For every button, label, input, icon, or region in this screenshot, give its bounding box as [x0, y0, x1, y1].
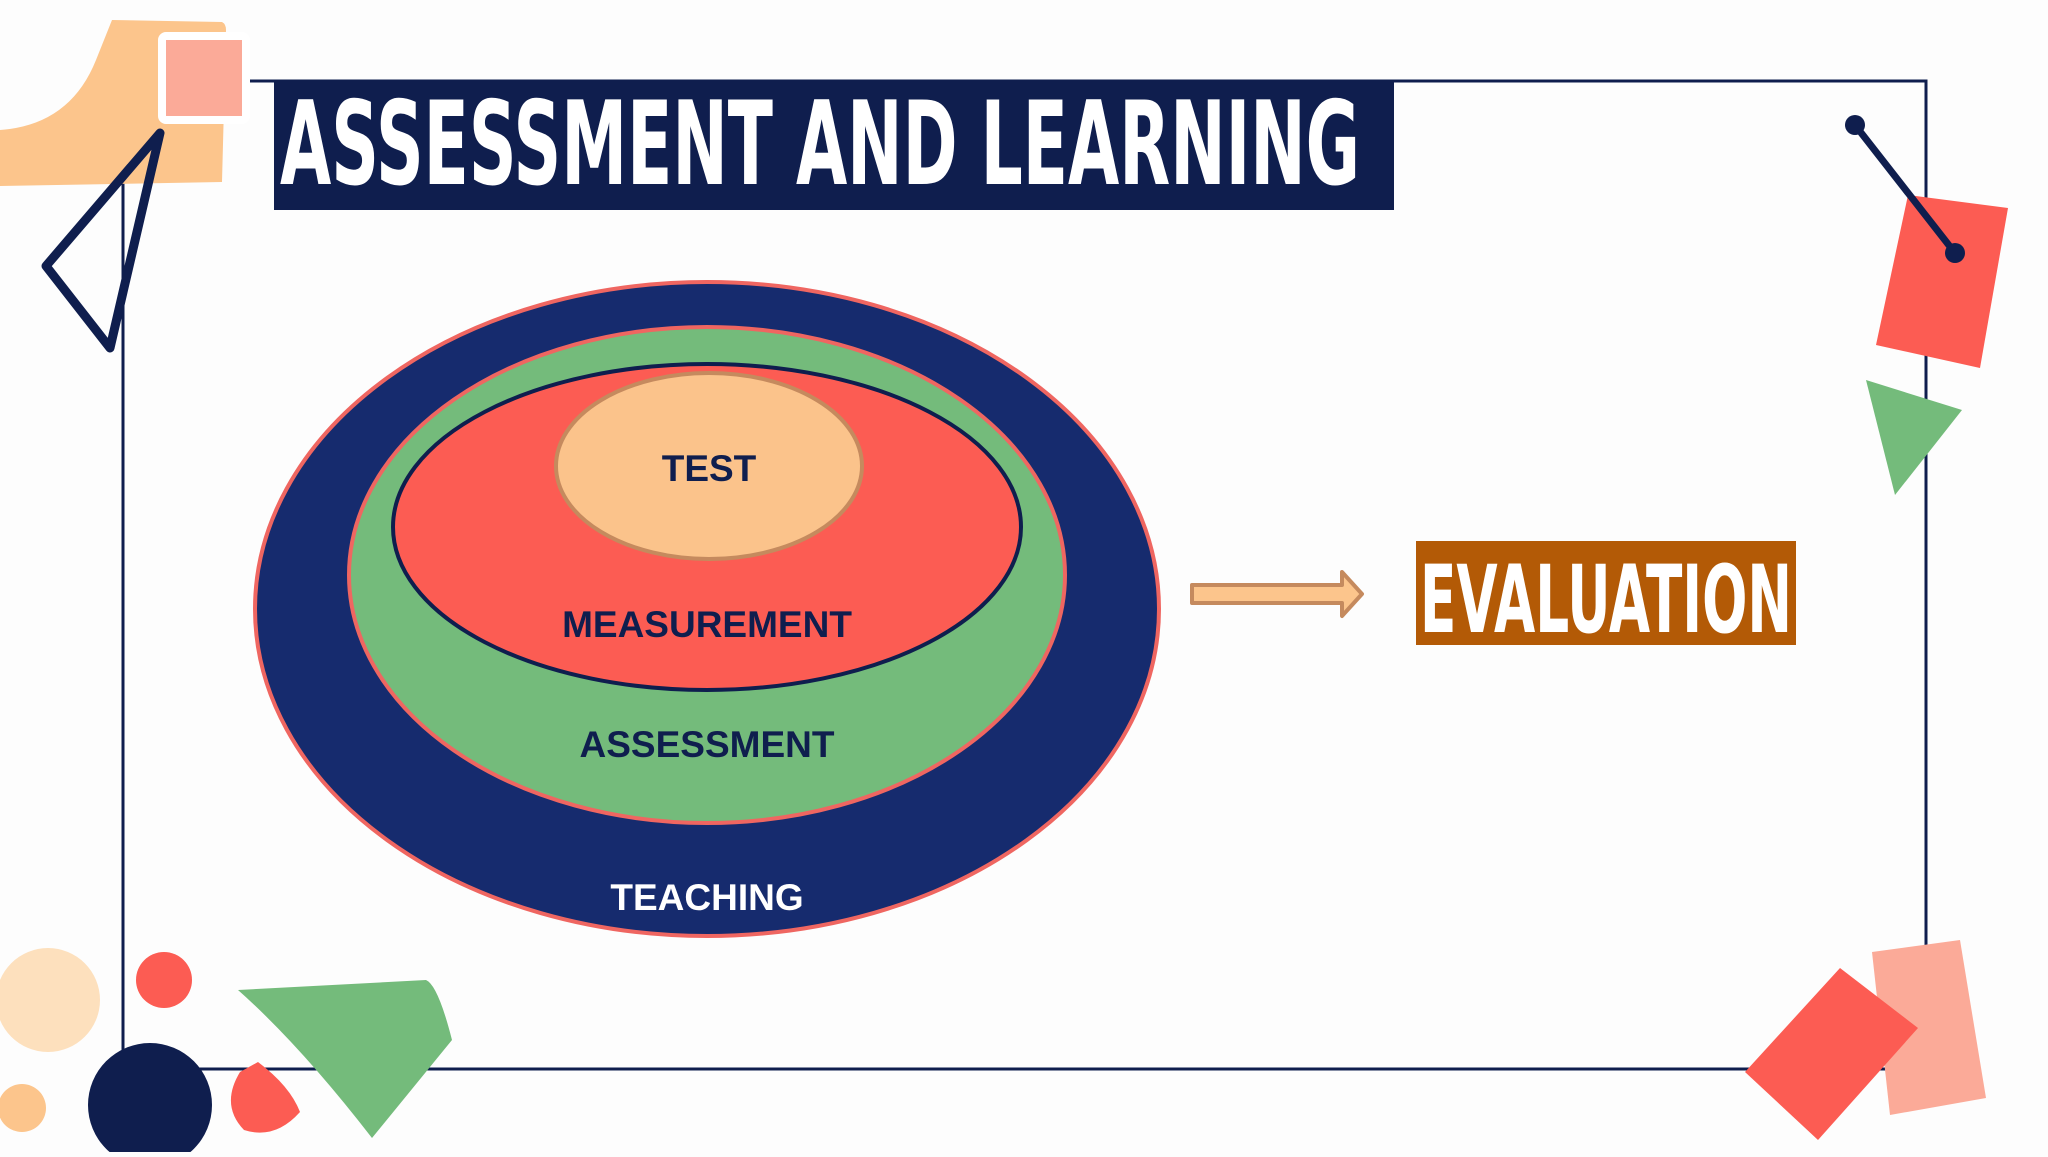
navy-line-shape: [1852, 122, 1958, 256]
title-background: [274, 80, 1394, 210]
decor-bottom-left: [0, 948, 452, 1157]
navy-triangle-outline-shape: [41, 128, 165, 353]
layer-measurement-label: MEASUREMENT: [562, 604, 852, 645]
layer-test-label: TEST: [662, 448, 757, 489]
decor-top-right: [1845, 115, 2008, 495]
navy-circle-shape: [88, 1043, 212, 1157]
pink-square-shape: [158, 32, 250, 124]
decor-top-left: [0, 20, 250, 353]
green-triangle-shape: [238, 980, 452, 1138]
right-arrow-icon: [1190, 570, 1364, 618]
coral-half-circle-shape: [230, 1062, 300, 1133]
evaluation-background: [1416, 541, 1796, 645]
layer-assessment-label: ASSESSMENT: [580, 724, 835, 765]
evaluation-box: EVALUATION: [1416, 541, 1796, 655]
navy-dot-shape: [1945, 243, 1965, 263]
evaluation-label: EVALUATION: [1420, 546, 1792, 655]
nested-ellipse-diagram: TEST MEASUREMENT ASSESSMENT TEACHING: [253, 280, 1161, 938]
layer-teaching-label: TEACHING: [610, 877, 803, 918]
navy-dot-shape: [1845, 115, 1865, 135]
title-bar: ASSESSMENT AND LEARNING: [274, 77, 1394, 212]
page-title: ASSESSMENT AND LEARNING: [280, 77, 1360, 212]
coral-card-shape: [1876, 195, 2008, 368]
peach-circle-shape: [0, 948, 100, 1052]
layer-test-ellipse: [554, 371, 864, 561]
peach-small-circle-shape: [0, 1084, 46, 1132]
coral-circle-shape: [136, 952, 192, 1008]
decor-bottom-right: [1745, 940, 1986, 1140]
green-triangle-shape: [1866, 380, 1962, 495]
pink-card-shape: [1872, 940, 1986, 1115]
coral-card-shape: [1745, 968, 1918, 1140]
